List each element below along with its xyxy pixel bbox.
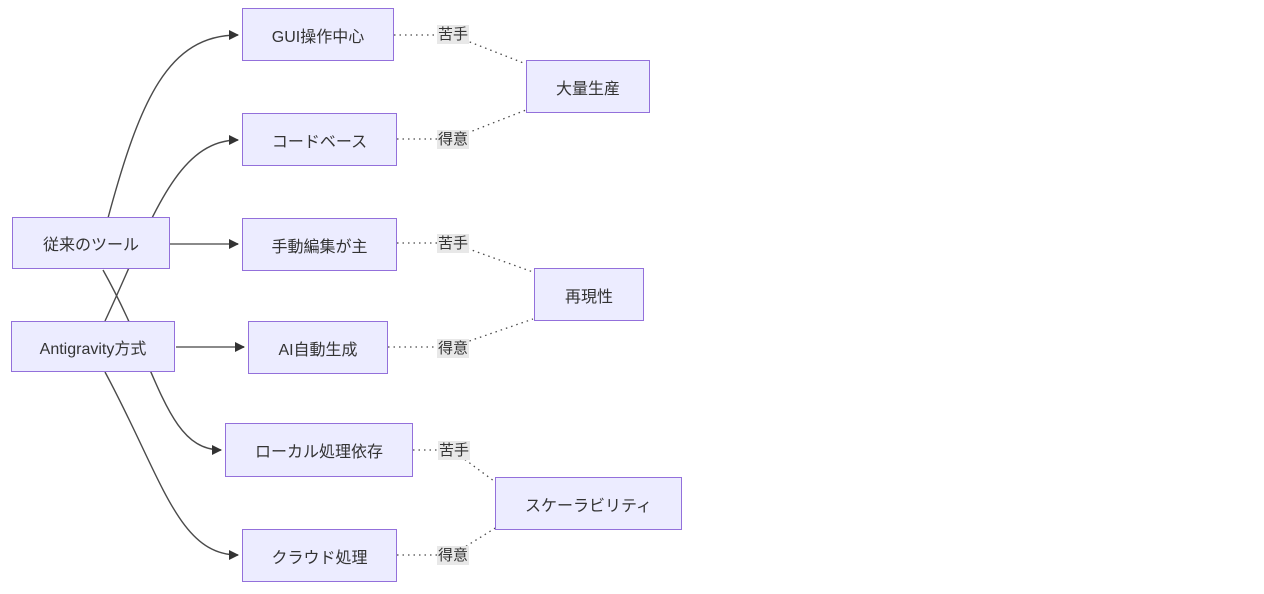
node-traditional-tools: 従来のツール: [12, 217, 170, 269]
node-local-processing: ローカル処理依存: [225, 423, 413, 477]
edge-label-weak-reproducibility: 苦手: [437, 234, 470, 253]
edge-label-strong-reproducibility: 得意: [437, 339, 470, 358]
edge-antigravity-to-codebase: [104, 135, 239, 322]
edge-label-weak-mass-production: 苦手: [437, 25, 470, 44]
node-ai-generation: AI自動生成: [248, 321, 388, 374]
edge-traditional-to-local: [102, 269, 222, 455]
edge-antigravity-to-cloud: [104, 371, 239, 560]
node-manual-editing: 手動編集が主: [242, 218, 397, 271]
node-reproducibility: 再現性: [534, 268, 644, 321]
node-gui-centric: GUI操作中心: [242, 8, 394, 61]
node-mass-production: 大量生産: [526, 60, 650, 113]
edge-ai-to-repro: [388, 318, 534, 348]
node-codebase: コードベース: [242, 113, 397, 166]
edge-label-weak-scalability: 苦手: [438, 441, 471, 460]
node-cloud-processing: クラウド処理: [242, 529, 397, 582]
node-antigravity-method: Antigravity方式: [11, 321, 175, 372]
node-scalability: スケーラビリティ: [495, 477, 682, 530]
edge-traditional-to-gui: [107, 30, 239, 219]
edge-label-strong-mass-production: 得意: [437, 130, 470, 149]
edge-gui-to-mass: [394, 34, 527, 65]
edge-label-strong-scalability: 得意: [437, 546, 470, 565]
